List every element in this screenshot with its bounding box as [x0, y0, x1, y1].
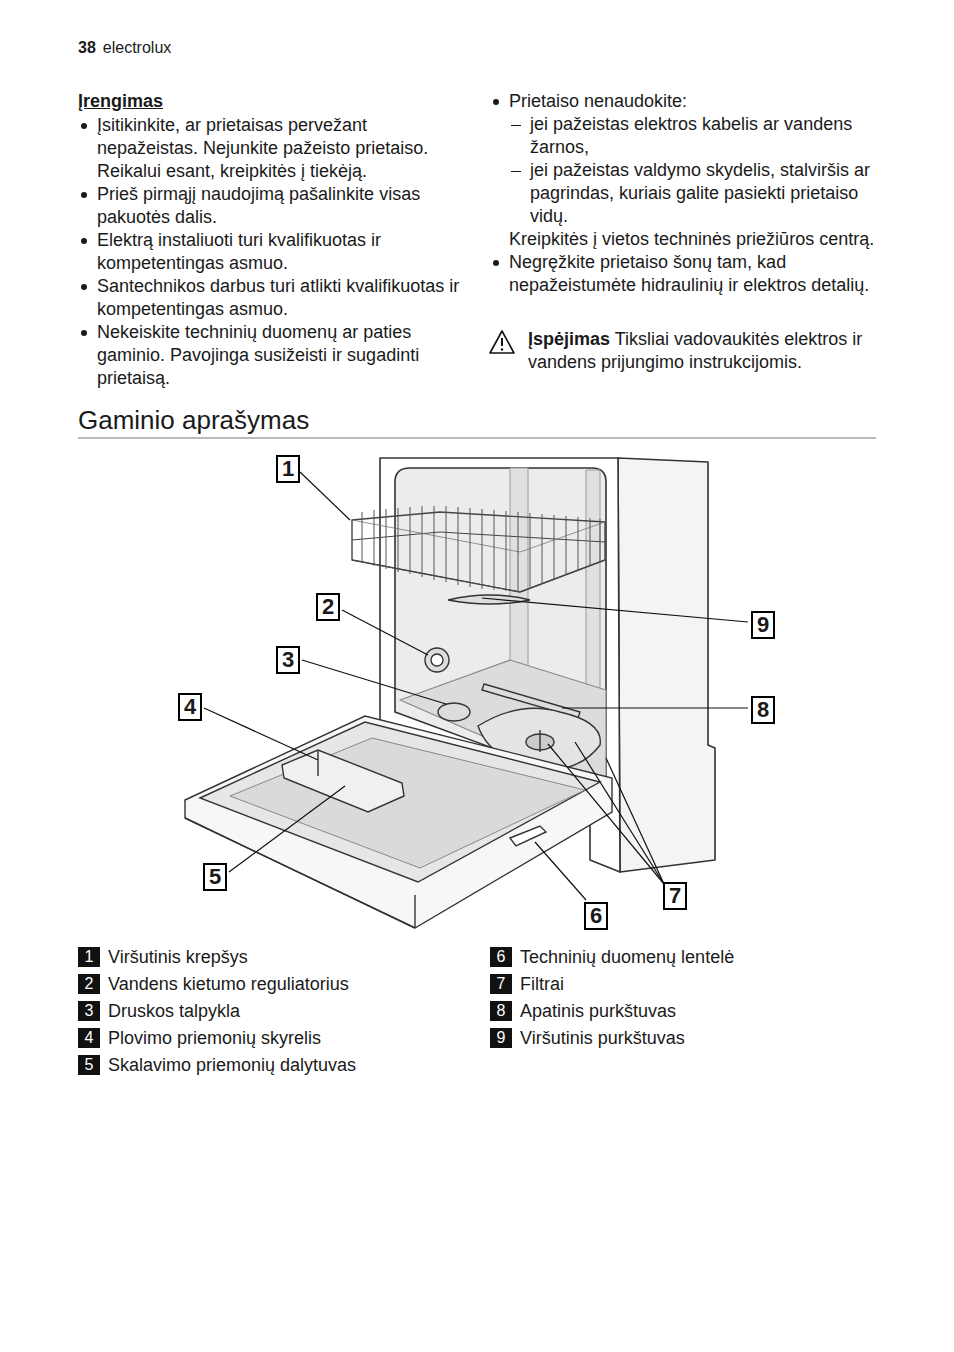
- callout-text: 4: [184, 694, 196, 719]
- basket-tines: [362, 506, 600, 592]
- callout-number: 8: [751, 696, 775, 724]
- page-number: 38: [78, 38, 96, 58]
- legend-number: 5: [78, 1055, 100, 1075]
- callout-number: 4: [178, 693, 202, 721]
- callout-text: 1: [282, 456, 294, 481]
- text-item: Elektrą instaliuoti turi kvalifikuotas i…: [78, 229, 463, 275]
- legend-item: 5 Skalavimo priemonių dalytuvas: [78, 1054, 356, 1076]
- legend-text: Viršutinis krepšys: [108, 946, 248, 968]
- bullet-text: Santechnikos darbus turi atlikti kvalifi…: [97, 275, 463, 321]
- legend-number: 9: [490, 1028, 512, 1048]
- right-column: Prietaiso nenaudokite:jei pažeistas elek…: [490, 90, 880, 297]
- text-item: jei pažeistas elektros kabelis ar vanden…: [490, 113, 880, 159]
- dash-mark: [511, 171, 521, 172]
- bullet-dot: [81, 284, 87, 290]
- legend-item: 2 Vandens kietumo reguliatorius: [78, 973, 349, 995]
- legend-number: 6: [490, 947, 512, 967]
- text-item: Nekeiskite techninių duomenų ar paties g…: [78, 321, 463, 390]
- callout-number: 2: [316, 593, 340, 621]
- legend-number: 8: [490, 1001, 512, 1021]
- legend-text: Filtrai: [520, 973, 564, 995]
- callout-number: 7: [663, 882, 687, 910]
- bullet-text: Prieš pirmąjį naudojimą pašalinkite visa…: [97, 183, 463, 229]
- callout-number: 1: [276, 455, 300, 483]
- callout-text: 9: [757, 612, 769, 637]
- legend-number: 3: [78, 1001, 100, 1021]
- warning-heading: Įspėjimas: [528, 329, 610, 349]
- bullet-dot: [493, 99, 499, 105]
- bullet-text: Elektrą instaliuoti turi kvalifikuotas i…: [97, 229, 463, 275]
- warning-icon: [490, 331, 514, 353]
- legend-text: Vandens kietumo reguliatorius: [108, 973, 349, 995]
- leader-lines: [204, 472, 748, 900]
- legend-item: 7 Filtrai: [490, 973, 564, 995]
- callout-text: 8: [757, 697, 769, 722]
- legend-item: 9 Viršutinis purkštuvas: [490, 1027, 685, 1049]
- legend-text: Plovimo priemonių skyrelis: [108, 1027, 321, 1049]
- bullet-dot: [81, 330, 87, 336]
- bullet-dot: [493, 260, 499, 266]
- legend-text: Apatinis purkštuvas: [520, 1000, 676, 1022]
- legend-number: 7: [490, 974, 512, 994]
- text-item: Santechnikos darbus turi atlikti kvalifi…: [78, 275, 463, 321]
- legend-text: Viršutinis purkštuvas: [520, 1027, 685, 1049]
- legend-item: 3 Druskos talpykla: [78, 1000, 240, 1022]
- note-text: Kreipkitės į vietos techninės priežiūros…: [509, 228, 880, 251]
- text-item: Įrengimas: [78, 90, 463, 113]
- bullet-text: Įsitikinkite, ar prietaisas pervežant ne…: [97, 114, 463, 183]
- section-heading: Įrengimas: [78, 90, 463, 113]
- dash-mark: [511, 125, 521, 126]
- legend-item: 1 Viršutinis krepšys: [78, 946, 248, 968]
- bullet-text: Nekeiskite techninių duomenų ar paties g…: [97, 321, 463, 390]
- bullet-dot: [81, 238, 87, 244]
- text-item: Prietaiso nenaudokite:: [490, 90, 880, 113]
- bullet-dot: [81, 123, 87, 129]
- legend-text: Techninių duomenų lentelė: [520, 946, 734, 968]
- callout-number: 5: [203, 863, 227, 891]
- dash-text: jei pažeistas valdymo skydelis, stalvirš…: [530, 159, 880, 228]
- text-item: Įsitikinkite, ar prietaisas pervežant ne…: [78, 114, 463, 183]
- legend-text: Druskos talpykla: [108, 1000, 240, 1022]
- callout-text: 3: [282, 647, 294, 672]
- callout-text: 7: [669, 883, 681, 908]
- bullet-text: Prietaiso nenaudokite:: [509, 90, 880, 113]
- callout-text: 2: [322, 594, 334, 619]
- text-item: Negręžkite prietaiso šonų tam, kad nepaž…: [490, 251, 880, 297]
- callout-number: 3: [276, 646, 300, 674]
- legend-item: 4 Plovimo priemonių skyrelis: [78, 1027, 321, 1049]
- warning-note: Įspėjimas Tiksliai vadovaukitės elektros…: [528, 328, 880, 374]
- legend-number: 1: [78, 947, 100, 967]
- callout-number: 6: [584, 902, 608, 930]
- legend-text: Skalavimo priemonių dalytuvas: [108, 1054, 356, 1076]
- text-item: jei pažeistas valdymo skydelis, stalvirš…: [490, 159, 880, 228]
- brand-name: electrolux: [103, 38, 171, 58]
- heading-rule: [78, 438, 876, 439]
- legend-number: 2: [78, 974, 100, 994]
- bullet-text: Negręžkite prietaiso šonų tam, kad nepaž…: [509, 251, 880, 297]
- dash-text: jei pažeistas elektros kabelis ar vanden…: [530, 113, 880, 159]
- page-header: 38 electrolux: [78, 38, 171, 58]
- left-column: ĮrengimasĮsitikinkite, ar prietaisas per…: [78, 90, 463, 390]
- callout-text: 5: [209, 864, 221, 889]
- parts: [185, 595, 612, 928]
- bullet-dot: [81, 192, 87, 198]
- section-title: Gaminio aprašymas: [78, 404, 309, 436]
- legend-item: 6 Techninių duomenų lentelė: [490, 946, 734, 968]
- legend-item: 8 Apatinis purkštuvas: [490, 1000, 676, 1022]
- callout-number: 9: [751, 611, 775, 639]
- text-item: Kreipkitės į vietos techninės priežiūros…: [490, 228, 880, 251]
- callout-text: 6: [590, 903, 602, 928]
- legend-number: 4: [78, 1028, 100, 1048]
- text-item: Prieš pirmąjį naudojimą pašalinkite visa…: [78, 183, 463, 229]
